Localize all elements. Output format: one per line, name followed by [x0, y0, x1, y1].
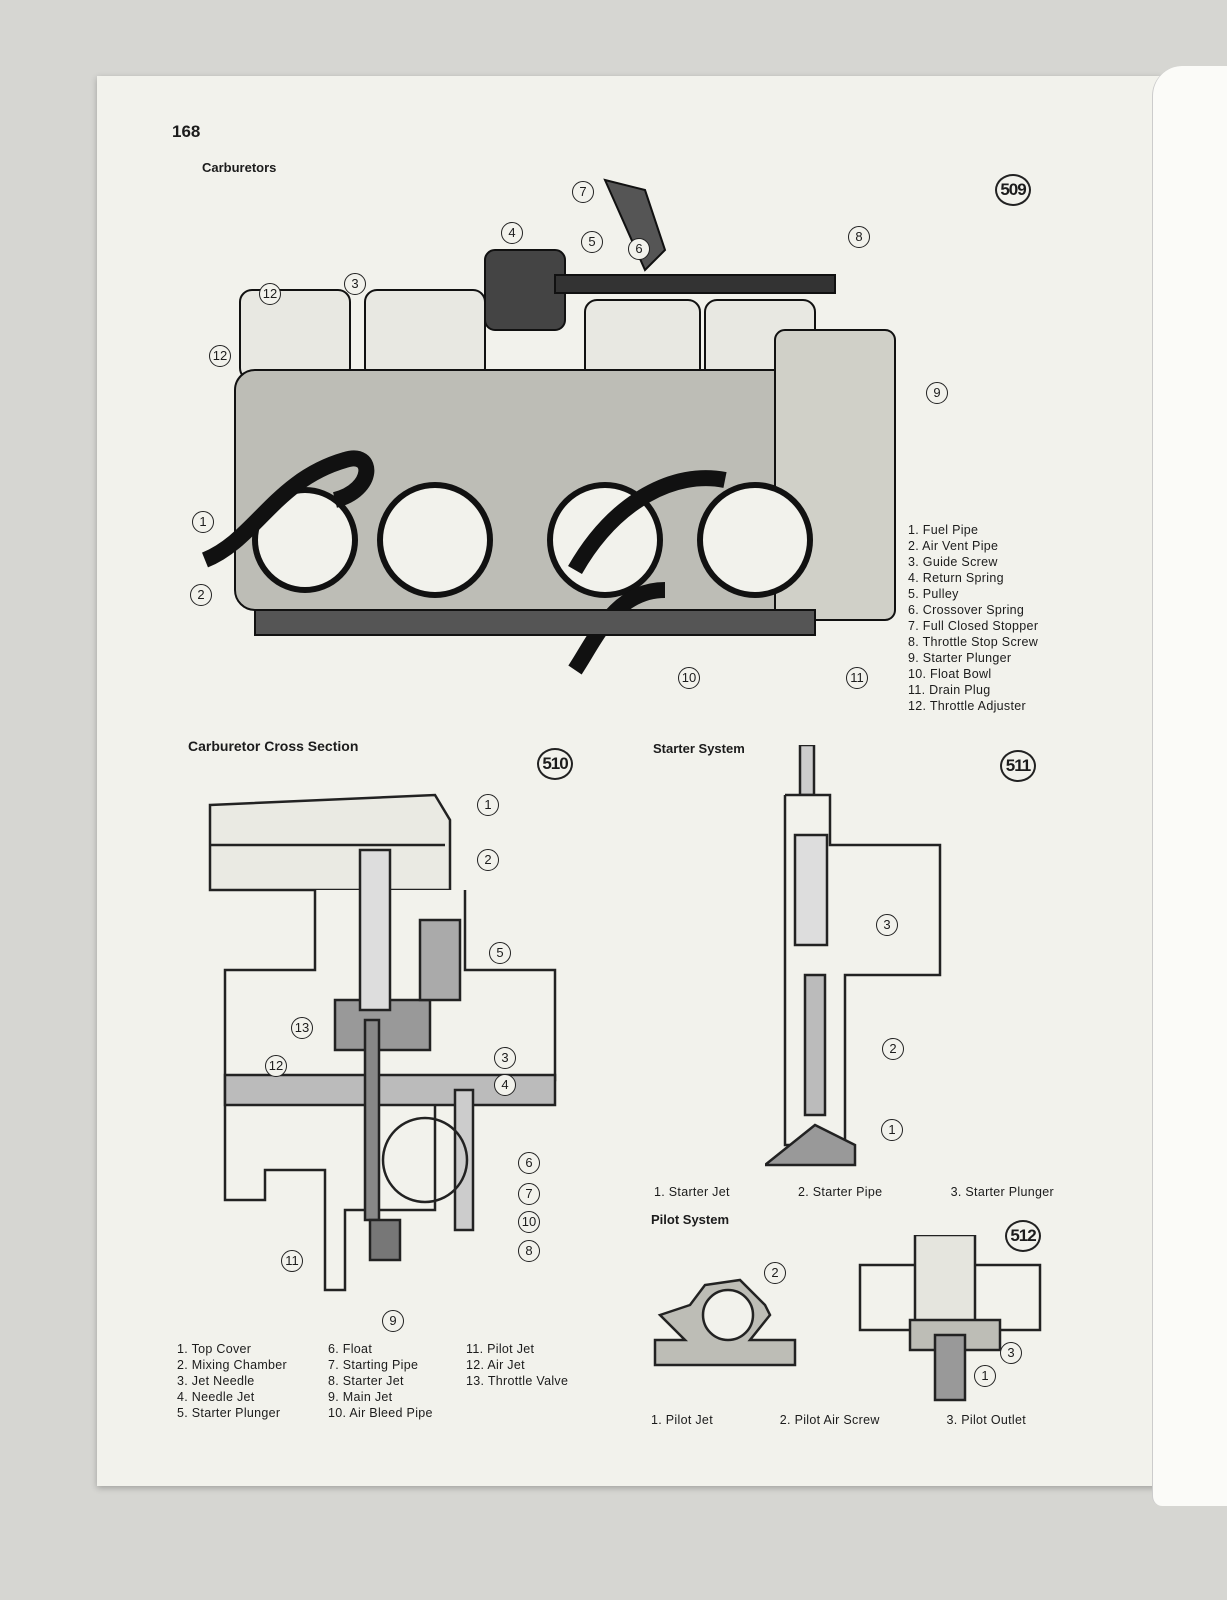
legend-item: 1. Starter Jet: [654, 1185, 730, 1199]
callout-9: 9: [926, 382, 948, 404]
callout-8: 8: [518, 1240, 540, 1262]
legend-item: 1. Top Cover: [177, 1342, 252, 1356]
pilot-legend: 1. Pilot Jet 2. Pilot Air Screw 3. Pilot…: [651, 1412, 1026, 1428]
carburetor-assembly-illustration: [201, 178, 896, 675]
callout-7: 7: [518, 1183, 540, 1205]
starter-system-title: Starter System: [653, 741, 745, 756]
callout-6: 6: [628, 238, 650, 260]
cross-section-legend-col1: 1. Top Cover 2. Mixing Chamber 3. Jet Ne…: [177, 1341, 287, 1421]
legend-item: 4. Needle Jet: [177, 1390, 255, 1404]
starter-legend: 1. Starter Jet 2. Starter Pipe 3. Starte…: [654, 1184, 1054, 1200]
legend-item: 11. Drain Plug: [908, 683, 991, 697]
callout-13: 13: [291, 1017, 313, 1039]
legend-item: 8. Starter Jet: [328, 1374, 404, 1388]
legend-item: 2. Pilot Air Screw: [779, 1413, 880, 1427]
callout-10: 10: [518, 1211, 540, 1233]
callout-11: 11: [846, 667, 868, 689]
legend-item: 5. Starter Plunger: [177, 1406, 281, 1420]
legend-item: 7. Full Closed Stopper: [908, 619, 1039, 633]
callout-4: 4: [501, 222, 523, 244]
legend-item: 6. Crossover Spring: [908, 603, 1025, 617]
cross-section-diagram: [208, 793, 557, 1292]
callout-12a: 12: [259, 283, 281, 305]
legend-item: 13. Throttle Valve: [466, 1374, 569, 1388]
callout-1: 1: [974, 1365, 996, 1387]
callout-1: 1: [192, 511, 214, 533]
figure-number-511: 511: [1000, 750, 1036, 782]
legend-item: 1. Pilot Jet: [651, 1413, 713, 1427]
legend-item: 11. Pilot Jet: [466, 1342, 535, 1356]
legend-item: 4. Return Spring: [908, 571, 1004, 585]
cross-section-legend-col2: 6. Float 7. Starting Pipe 8. Starter Jet…: [328, 1341, 433, 1421]
cross-section-title: Carburetor Cross Section: [188, 738, 359, 754]
callout-5: 5: [581, 231, 603, 253]
legend-item: 1. Fuel Pipe: [908, 523, 979, 537]
callout-3: 3: [876, 914, 898, 936]
legend-item: 8. Throttle Stop Screw: [908, 635, 1039, 649]
carburetors-title: Carburetors: [202, 160, 277, 175]
pilot-system-diagram-right: [858, 1235, 1042, 1402]
callout-4: 4: [494, 1074, 516, 1096]
legend-item: 3. Guide Screw: [908, 555, 998, 569]
legend-item: 2. Starter Pipe: [797, 1185, 883, 1199]
callout-6: 6: [518, 1152, 540, 1174]
legend-item: 12. Air Jet: [466, 1358, 525, 1372]
legend-item: 3. Pilot Outlet: [946, 1413, 1026, 1427]
legend-item: 9. Starter Plunger: [908, 651, 1012, 665]
legend-item: 2. Air Vent Pipe: [908, 539, 999, 553]
legend-item: 6. Float: [328, 1342, 373, 1356]
figure-number-509: 509: [995, 174, 1031, 206]
cross-section-legend-col3: 11. Pilot Jet 12. Air Jet 13. Throttle V…: [466, 1341, 568, 1389]
callout-2: 2: [882, 1038, 904, 1060]
carburetors-legend: 1. Fuel Pipe 2. Air Vent Pipe 3. Guide S…: [908, 522, 1038, 714]
legend-item: 3. Starter Plunger: [950, 1185, 1054, 1199]
callout-12: 12: [265, 1055, 287, 1077]
legend-item: 9. Main Jet: [328, 1390, 393, 1404]
callout-5: 5: [489, 942, 511, 964]
callout-9: 9: [382, 1310, 404, 1332]
figure-number-512: 512: [1005, 1220, 1041, 1252]
callout-2: 2: [764, 1262, 786, 1284]
callout-7: 7: [572, 181, 594, 203]
callout-1: 1: [881, 1119, 903, 1141]
legend-item: 12. Throttle Adjuster: [908, 699, 1026, 713]
starter-system-diagram: [765, 745, 942, 1167]
page-number: 168: [172, 122, 201, 141]
callout-2: 2: [190, 584, 212, 606]
callout-12b: 12: [209, 345, 231, 367]
legend-item: 3. Jet Needle: [177, 1374, 255, 1388]
callout-3: 3: [344, 273, 366, 295]
callout-1: 1: [477, 794, 499, 816]
legend-item: 10. Air Bleed Pipe: [328, 1406, 433, 1420]
next-page-edge: [1152, 66, 1227, 1506]
pilot-system-title: Pilot System: [651, 1212, 730, 1227]
legend-item: 10. Float Bowl: [908, 667, 992, 681]
legend-item: 7. Starting Pipe: [328, 1358, 419, 1372]
callout-10: 10: [678, 667, 700, 689]
pilot-system-diagram-left: [653, 1278, 797, 1367]
legend-item: 5. Pulley: [908, 587, 959, 601]
callout-3: 3: [1000, 1342, 1022, 1364]
callout-2: 2: [477, 849, 499, 871]
callout-11: 11: [281, 1250, 303, 1272]
legend-item: 2. Mixing Chamber: [177, 1358, 288, 1372]
callout-8: 8: [848, 226, 870, 248]
callout-3: 3: [494, 1047, 516, 1069]
figure-number-510: 510: [537, 748, 573, 780]
